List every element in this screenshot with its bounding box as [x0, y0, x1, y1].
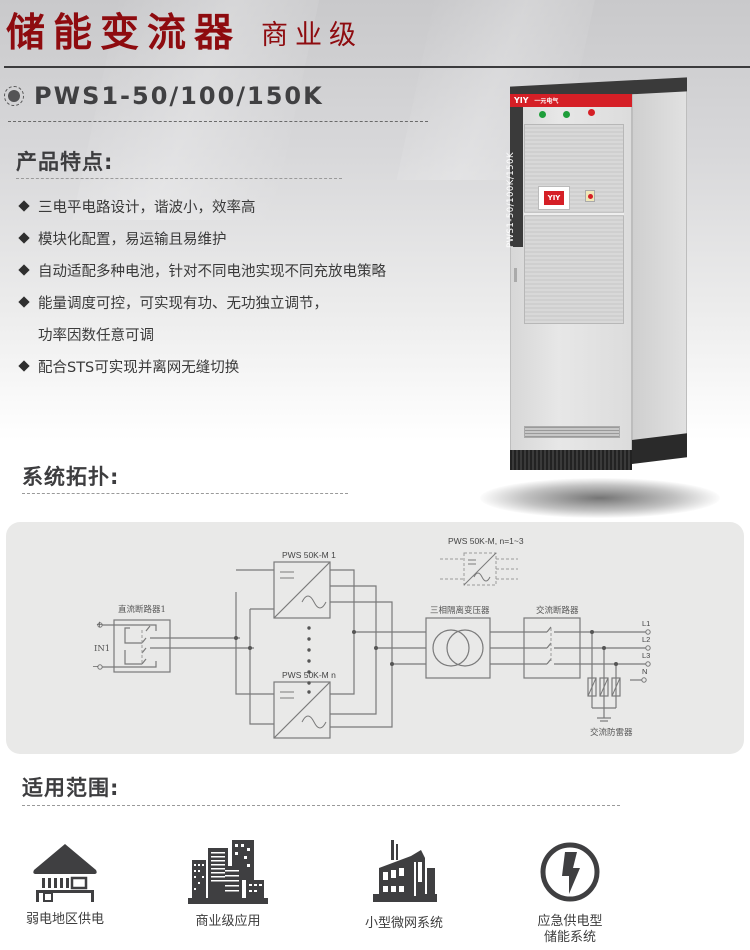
dc-input-label: IN1	[94, 644, 111, 654]
phase-l1-label: L1	[642, 619, 651, 628]
feature-item: 三电平电路设计，谐波小，效率高	[16, 190, 456, 222]
dc-minus-label: −	[92, 662, 100, 672]
lightning-circle-icon	[540, 842, 600, 902]
topology-heading: 系统拓扑:	[22, 465, 120, 489]
door-handle	[514, 268, 517, 282]
brand-name: 一元电气	[534, 98, 559, 105]
phase-l3-label: L3	[642, 651, 651, 660]
feature-text: 三电平电路设计，谐波小，效率高	[38, 199, 256, 216]
cabinet-base	[510, 450, 632, 470]
diamond-bullet-icon	[18, 360, 30, 372]
page-title-row: 储能变流器 商业级	[6, 6, 363, 58]
page-title: 储能变流器	[6, 11, 242, 56]
feature-item: 能量调度可控，可实现有功、无功独立调节，	[16, 286, 456, 318]
diamond-bullet-icon	[18, 200, 30, 212]
cabinet-glass-window	[524, 124, 624, 324]
applications-heading: 适用范围:	[22, 776, 120, 800]
features-heading: 产品特点:	[16, 150, 114, 174]
application-label-line2: 储能系统	[543, 930, 596, 945]
application-label: 商业级应用	[195, 914, 261, 929]
application-label: 小型微网系统	[364, 916, 443, 931]
cabinet-label-strip	[510, 107, 523, 247]
feature-item: 模块化配置，易运输且易维护	[16, 222, 456, 254]
model-number: PWS1-50/100/150K	[34, 82, 324, 110]
feature-text: 配合STS可实现并离网无缝切换	[38, 359, 240, 376]
application-label: 弱电地区供电	[25, 912, 104, 927]
product-shadow	[480, 478, 720, 518]
house-icon	[33, 844, 97, 902]
topology-diagram: 直流断路器1 + IN1 − PWS 50K-M 1 PWS 50K-M n P…	[6, 522, 744, 754]
diamond-bullet-icon	[18, 264, 30, 276]
indicator-led-green-icon	[563, 111, 570, 118]
cabinet-model-label: PWS1-50/100K/150K	[506, 151, 516, 248]
features-divider	[16, 178, 342, 179]
applications-divider	[22, 805, 620, 806]
feature-item-continuation: 功率因数任意可调	[16, 318, 456, 350]
surge-protector-label: 交流防雷器	[590, 728, 633, 738]
feature-text: 自动适配多种电池，针对不同电池实现不同充放电策略	[38, 263, 386, 280]
title-divider	[4, 66, 750, 68]
cabinet-vent	[524, 426, 620, 438]
application-item: 小型微网系统	[329, 840, 479, 932]
product-image-cabinet: YIY 一元电气 PWS1-50/100K/150K YIY	[500, 77, 690, 488]
cabinet-touchscreen: YIY	[538, 186, 570, 210]
topology-svg	[97, 552, 651, 739]
feature-item: 自动适配多种电池，针对不同电池实现不同充放电策略	[16, 254, 456, 286]
screen-logo: YIY	[543, 191, 565, 205]
application-label: 应急供电型	[537, 914, 603, 929]
bullet-radio-icon	[4, 86, 24, 106]
indicator-led-green-icon	[539, 111, 546, 118]
page-subtitle: 商业级	[261, 20, 364, 51]
model-divider	[8, 121, 428, 122]
application-item: 应急供电型 储能系统	[495, 840, 645, 946]
cabinet-brand-bar: YIY 一元电气	[510, 94, 632, 107]
feature-text: 功率因数任意可调	[38, 327, 154, 344]
cabinet-side-panel	[632, 79, 687, 462]
ac-breaker-label: 交流断路器	[536, 606, 579, 616]
application-item: 弱电地区供电	[0, 840, 140, 928]
cabinet-shelf	[524, 212, 624, 216]
dc-plus-label: +	[96, 620, 104, 630]
feature-text: 能量调度可控，可实现有功、无功独立调节，	[38, 295, 328, 312]
model-row: PWS1-50/100/150K	[4, 82, 324, 110]
topology-divider	[22, 493, 348, 494]
transformer-label: 三相隔离变压器	[430, 606, 490, 616]
diamond-bullet-icon	[18, 232, 30, 244]
feature-item: 配合STS可实现并离网无缝切换	[16, 350, 456, 382]
brand-logo: YIY	[514, 96, 529, 105]
module-1-label: PWS 50K-M 1	[282, 550, 336, 560]
dc-breaker-label: 直流断路器1	[118, 605, 166, 615]
phase-l2-label: L2	[642, 635, 651, 644]
emergency-stop-icon	[585, 190, 595, 202]
feature-text: 模块化配置，易运输且易维护	[38, 231, 227, 248]
factory-icon	[373, 840, 437, 902]
feature-list: 三电平电路设计，谐波小，效率高 模块化配置，易运输且易维护 自动适配多种电池，针…	[16, 190, 456, 382]
module-legend-label: PWS 50K-M, n=1~3	[448, 536, 524, 546]
indicator-led-red-icon	[588, 109, 595, 116]
neutral-label: N	[642, 667, 648, 676]
application-item: 商业级应用	[153, 840, 303, 930]
diamond-bullet-icon	[18, 296, 30, 308]
city-buildings-icon	[188, 840, 268, 904]
module-n-label: PWS 50K-M n	[282, 670, 336, 680]
